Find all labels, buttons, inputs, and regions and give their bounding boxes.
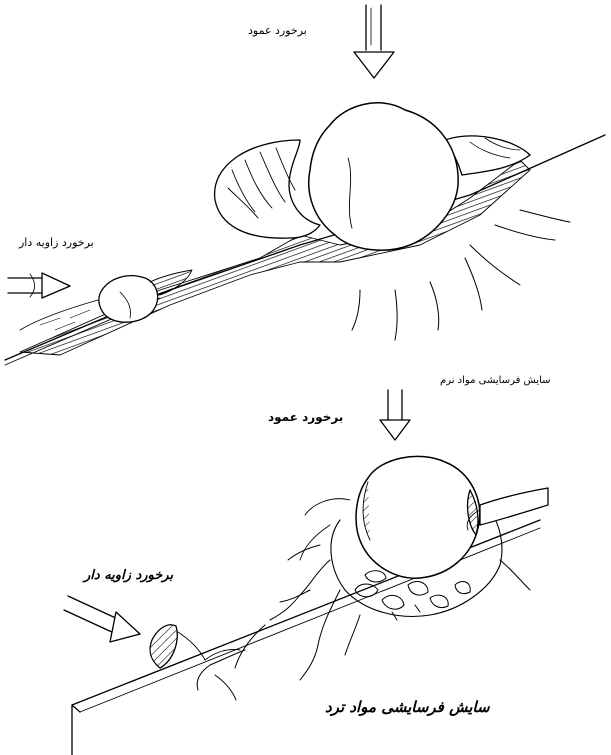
- angled-particle-bottom: [150, 625, 177, 668]
- radial-cracks: [197, 545, 530, 700]
- impact-particle-bottom: [356, 456, 480, 578]
- normal-impact-arrow-top: [354, 5, 394, 78]
- brittle-erosion-caption: سایش فرسایشی مواد ترد: [325, 698, 490, 716]
- angled-impact-label-top: برخورد زاویه دار: [19, 236, 94, 249]
- crater-lip-left: [215, 140, 320, 238]
- normal-impact-arrow-bottom: [380, 390, 410, 440]
- normal-impact-label-bottom: برخورد عمود: [268, 410, 343, 424]
- angled-impact-arrow-bottom: [64, 596, 140, 642]
- angled-impact-arrow-top: [8, 273, 70, 298]
- wedge-tool: [480, 488, 548, 525]
- angled-particle-top: [99, 276, 158, 323]
- impact-particle-top: [309, 103, 458, 250]
- ductile-erosion-caption: سایش فرسایشی مواد نرم: [440, 375, 551, 386]
- ductile-erosion-panel: [5, 5, 605, 365]
- substrate-block: [72, 520, 540, 755]
- normal-impact-label-top: برخورد عمود: [248, 24, 307, 37]
- angled-impact-label-bottom: برخورد زاویه دار: [84, 568, 173, 583]
